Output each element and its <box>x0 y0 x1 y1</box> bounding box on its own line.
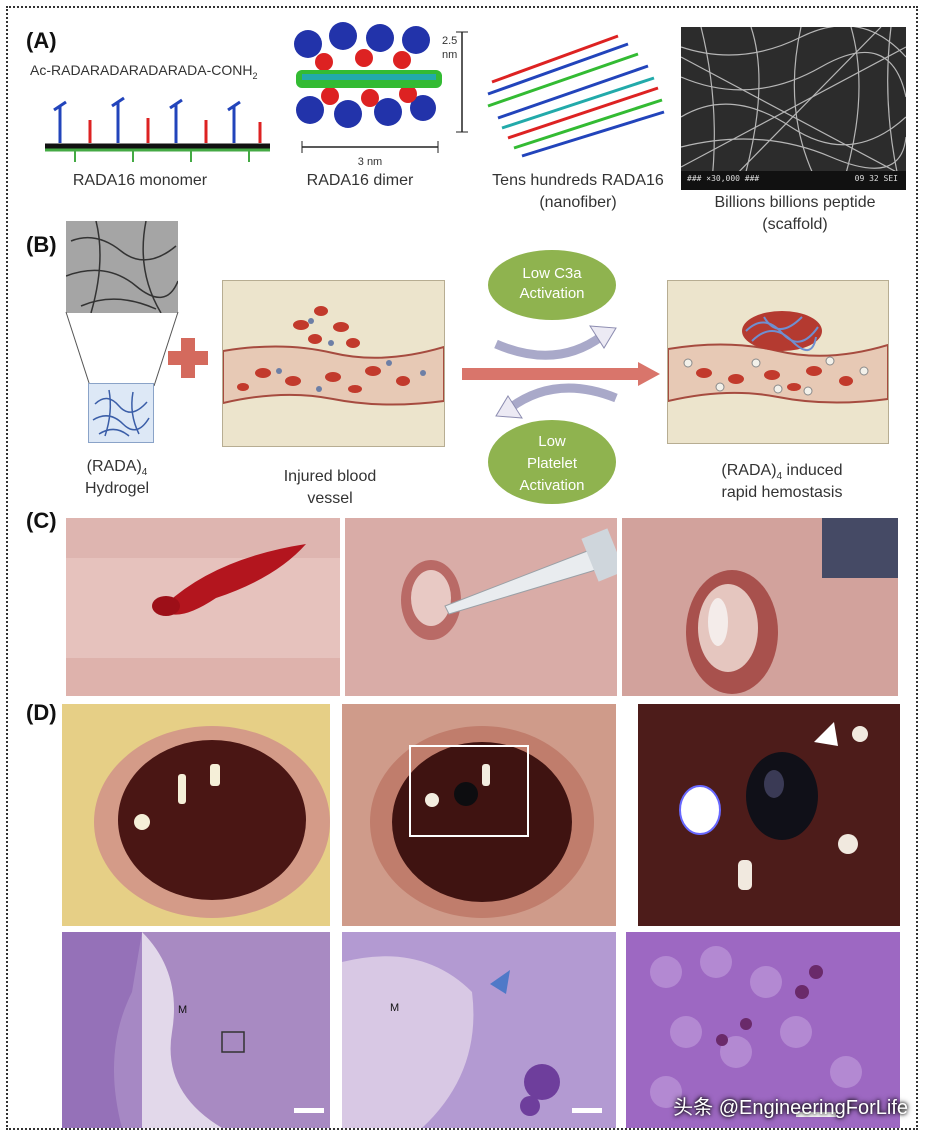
photo-liver-zoom <box>638 704 900 926</box>
dimer-label: RADA16 dimer <box>306 172 414 189</box>
zoom-lines <box>60 310 190 390</box>
hydrogel-vial <box>88 383 154 443</box>
m-label-1: M <box>178 1004 188 1016</box>
c3a-label-1: Low C3a <box>522 265 582 282</box>
platelet-label-2: Platelet <box>526 455 578 472</box>
platelet-ellipse <box>488 420 616 504</box>
monomer-label: RADA16 monomer <box>72 172 208 189</box>
sem-info-right: 09 32 SEI <box>854 174 898 183</box>
hydrogel-label-2: Hydrogel <box>84 480 150 497</box>
hydrogel-micrograph <box>66 221 178 313</box>
hydrogel-label-1: (RADA)4 <box>86 458 148 479</box>
c3a-label-2: Activation <box>519 285 585 302</box>
panel-a-label: (A) <box>26 28 57 53</box>
photo-liver-treated <box>342 704 616 926</box>
injured-vessel-diagram <box>222 280 445 447</box>
photo-bleeding-wound <box>66 518 340 696</box>
figure-frame <box>6 6 918 1130</box>
injured-label-1: Injured blood <box>283 468 377 485</box>
height-scale-bar <box>450 30 474 134</box>
hemostasis-diagram <box>667 280 889 444</box>
m-label-2: M <box>390 1002 400 1014</box>
photo-hydrogel-application <box>345 518 617 696</box>
sem-info-left: ### ×30,000 ### <box>687 174 760 183</box>
nanofiber-structure <box>478 24 668 164</box>
sem-scaffold-image: ### ×30,000 ### 09 32 SEI <box>681 27 906 190</box>
c3a-ellipse <box>488 250 616 320</box>
result-label-1: (RADA)4 induced <box>721 462 843 483</box>
peptide-sequence: Ac-RADARADARADARADA-CONH2 <box>30 62 258 81</box>
watermark: 头条 @EngineeringForLife <box>673 1097 908 1119</box>
width-scale-bar <box>300 140 440 154</box>
result-label-2: rapid hemostasis <box>721 484 843 501</box>
cycle-arrows <box>486 322 626 422</box>
plus-icon <box>166 336 210 380</box>
histology-3 <box>626 932 900 1128</box>
platelet-label-1: Low <box>538 433 566 450</box>
histology-1 <box>62 932 330 1128</box>
histology-2 <box>342 932 616 1128</box>
process-arrow <box>462 362 660 386</box>
injured-label-2: vessel <box>307 490 353 507</box>
dim-width-label: 3 nm <box>357 156 383 168</box>
platelet-label-3: Activation <box>519 477 585 494</box>
photo-liver-wound <box>62 704 330 926</box>
monomer-structure <box>30 88 280 168</box>
panel-c-label: (C) <box>26 508 57 533</box>
panel-d-label: (D) <box>26 700 57 725</box>
photo-hemostasis-result <box>622 518 898 696</box>
scaffold-label-1: Billions billions peptide <box>714 194 876 211</box>
nanofiber-label-2: (nanofiber) <box>539 194 617 211</box>
scaffold-label-2: (scaffold) <box>762 216 828 233</box>
nanofiber-label-1: Tens hundreds RADA16 <box>492 172 664 189</box>
panel-b-label: (B) <box>26 232 57 257</box>
dimer-structure <box>288 22 448 130</box>
